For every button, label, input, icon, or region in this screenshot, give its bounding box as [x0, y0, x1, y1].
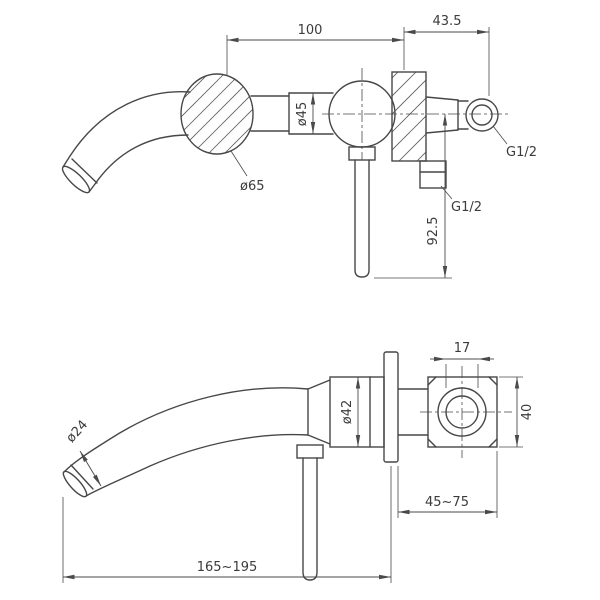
spout-front [61, 90, 191, 194]
leader-line-g12-inlet [492, 125, 508, 145]
inwall-body-hatching [392, 72, 426, 161]
wall-flange-outline [180, 73, 254, 155]
spout-side [62, 387, 309, 498]
outlet-fitting-bottom [419, 160, 447, 189]
handle-collar [296, 444, 324, 459]
dim-label-dia45: ø45 [295, 102, 310, 127]
dim-label-92-5: 92.5 [426, 217, 441, 246]
body-cylinder-front [250, 92, 334, 135]
dim-label-dia42: ø42 [340, 400, 355, 425]
dim-label-dia65: ø65 [240, 179, 265, 194]
dim-label-100: 100 [298, 23, 323, 38]
spout-lower-edge [85, 433, 309, 497]
front-view [61, 68, 508, 278]
handle-front [348, 146, 376, 278]
inlet-pipe-end-inner [471, 104, 493, 126]
spout-outlet-rim [62, 470, 88, 498]
valve-body-side [397, 366, 512, 458]
spout-lower-edge [88, 134, 189, 193]
handle-stem [302, 457, 318, 581]
dim-line-dia24 [79, 450, 102, 487]
dim-label-43-5: 43.5 [433, 14, 462, 29]
handle-stem [354, 159, 370, 278]
spout-end-joint [71, 158, 98, 184]
spout-upper-edge [63, 387, 309, 473]
dim-label-45-75: 45~75 [425, 495, 469, 510]
front-view-dimensions: 100 43.5 ø45 ø65 G1/2 G1/2 92.5 [226, 14, 537, 279]
dim-label-165-195: 165~195 [197, 560, 258, 575]
handle-side [296, 444, 324, 581]
dim-label-dia24: ø24 [64, 418, 92, 446]
spout-upper-edge [62, 90, 191, 168]
inlet-pipe-end-outer [465, 98, 499, 132]
leader-line-dia65 [230, 150, 248, 177]
spout-outlet-rim [61, 165, 91, 194]
thread-label-inlet: G1/2 [506, 145, 537, 160]
dim-label-17: 17 [454, 341, 471, 356]
inlet-fitting-right [425, 96, 499, 134]
inwall-body-outline [391, 71, 427, 162]
thread-label-outlet: G1/2 [451, 200, 482, 215]
wall-plate-edge [383, 351, 399, 463]
side-view [62, 351, 512, 581]
dim-label-40: 40 [520, 404, 535, 421]
